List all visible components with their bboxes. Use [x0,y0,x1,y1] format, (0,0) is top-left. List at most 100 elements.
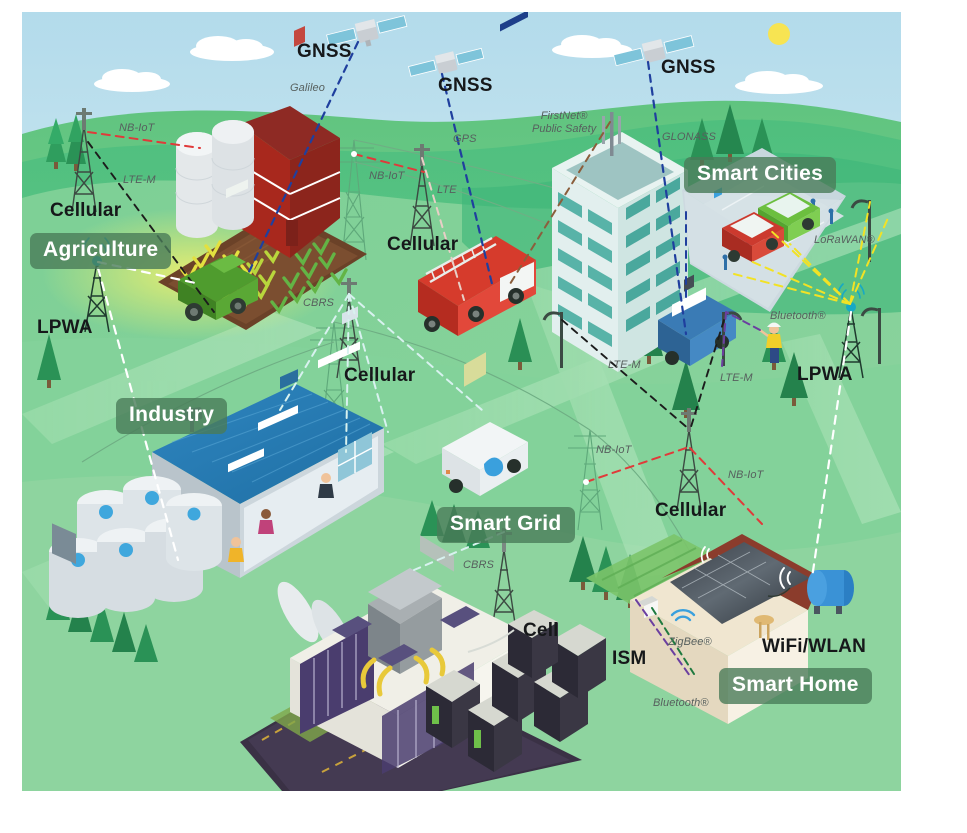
cell-tower-rural [409,144,435,247]
fire-truck [418,12,536,572]
conn-cbrs-1d [348,293,483,411]
conn-lte-m-3 [689,319,725,431]
barn [239,26,341,258]
silo [175,132,219,238]
conn-glonass [646,60,688,336]
sector-badge-smart-grid: Smart Grid [437,507,575,543]
tank [166,493,222,571]
conn-cbrs-1 [279,293,350,411]
worker-desk-2 [318,306,360,498]
tree [508,318,532,370]
power-line [81,341,335,463]
sun-icon [768,23,790,45]
conn-bluetooth-1 [725,311,761,331]
conn-nb-iot-2 [353,153,425,173]
signal-arc-icon [700,546,710,563]
cloud-4 [735,71,823,94]
cell-tower-city [676,408,702,511]
conn-nb-iot-1 [87,131,201,149]
cloud-2 [94,69,170,92]
tree [112,612,136,652]
conn-lpwa-2 [810,310,853,580]
worker-desk-3 [228,448,264,562]
signal-arc-icon [779,567,791,589]
tower-windows-right [626,177,680,332]
conn-ism [635,599,691,677]
tank-cable [767,587,791,598]
server-cabinet-row [426,610,606,772]
conn-zigbee [651,607,695,675]
tree [569,536,597,590]
conn-cbrs-1c [348,293,389,433]
parking-lot [682,148,846,312]
tree [46,118,66,169]
power-line [333,321,591,431]
conn-lte [421,157,465,301]
server-cabinet [468,694,522,772]
substation-tank [277,581,319,643]
rooftop-antenna [602,112,621,156]
tree [134,624,158,662]
road-diagonal-1 [22,312,322,444]
tree [780,352,808,406]
transformer-bushings [360,647,446,697]
solar-house [586,187,822,724]
sector-badge-agriculture: Agriculture [30,233,172,269]
delivery-van [442,422,528,496]
conn-gps [440,72,494,286]
tower-windows-left [558,192,612,347]
power-line [589,429,691,553]
conn-nb-iot-4 [689,447,763,525]
tree [66,114,86,171]
satellite-galileo [326,15,408,47]
server-cabinet [552,624,606,698]
worker-desk-1 [258,369,298,534]
truck-ladder [425,236,497,284]
satellite-glonass [613,35,695,67]
tank-pump-box [52,523,76,565]
satellite-gps [408,47,485,77]
conn-firstnet [509,121,611,285]
home-stool [754,615,774,640]
storage-tanks [49,476,222,618]
conn-bluetooth-1b [721,311,727,367]
conn-lte-m-2 [561,319,691,431]
sector-badge-smart-cities: Smart Cities [684,157,837,193]
silo [211,120,255,230]
power-substation [240,352,606,791]
road-vertical-2 [782,334,901,524]
tree [37,334,61,388]
office-windows [337,432,373,482]
conn-cbrs-1b [345,293,350,453]
tank [49,538,107,618]
cloud-group [94,35,823,94]
street-light [850,199,871,262]
conn-lorawan [733,201,889,305]
conn-nb-iot-3 [585,447,687,483]
street-light [542,311,563,368]
roof-units [332,606,480,666]
tree [90,600,114,642]
street-light [860,307,881,364]
roof-box [464,352,486,387]
power-pylon-group [81,139,691,553]
cell-tower-agriculture [71,108,97,213]
node-dot [583,479,589,485]
cloud-1 [190,36,274,61]
sector-badge-smart-home: Smart Home [719,668,872,704]
server-cabinet [508,610,558,678]
grain-silos [175,120,255,238]
node-dot [351,151,357,157]
scene-svg: CITY [22,12,901,791]
office-tower [552,112,688,372]
server-cable [467,629,515,653]
conn-lte-m-1 [87,141,215,313]
iot-landscape-illustration: CITY [22,12,901,791]
cloud-3 [552,35,632,58]
worker-city [759,322,782,363]
water-tank [767,567,854,614]
conn-galileo [246,40,360,276]
sector-badge-industry: Industry [116,398,228,434]
tank [97,528,155,612]
wifi-icon [670,609,696,622]
